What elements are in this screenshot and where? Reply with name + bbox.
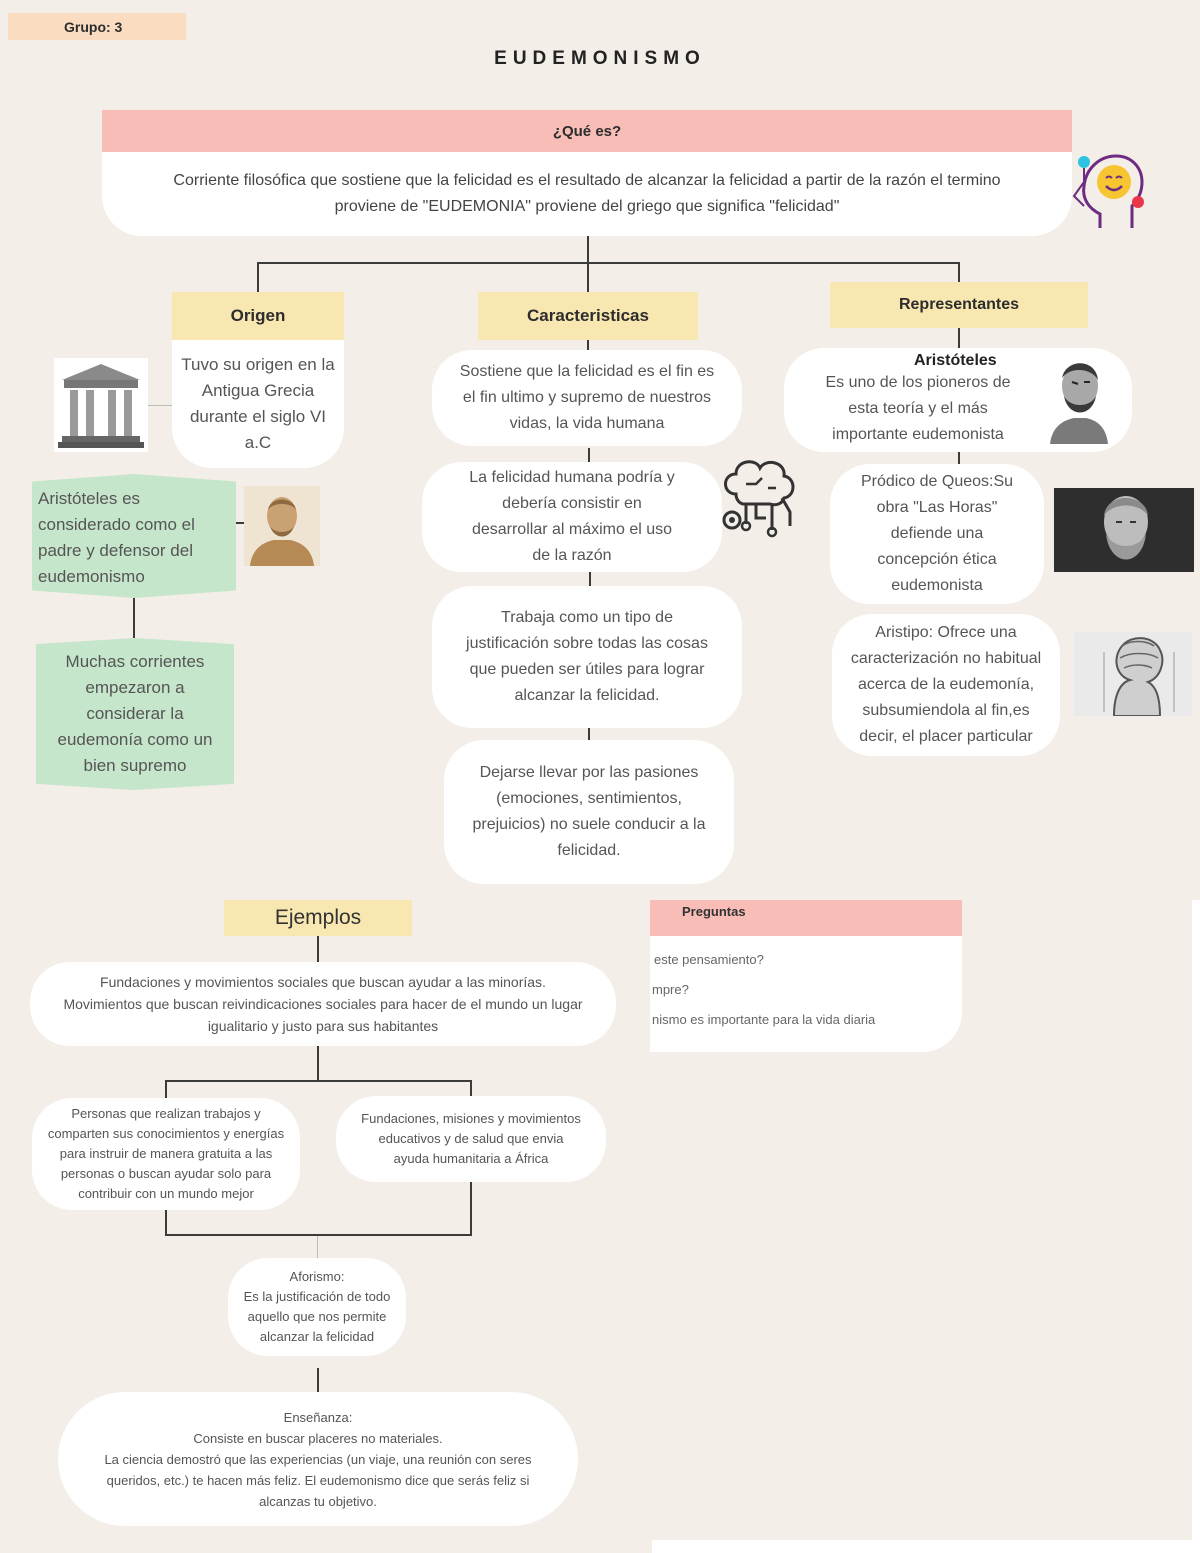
caracteristica-3: Trabaja como un tipo de justificación so… bbox=[432, 586, 742, 728]
connector bbox=[317, 1046, 319, 1080]
greek-temple-icon bbox=[54, 358, 148, 452]
que-es-definition: Corriente filosófica que sostiene que la… bbox=[102, 152, 1072, 236]
connector bbox=[165, 1234, 472, 1236]
happy-mind-icon bbox=[1070, 148, 1150, 232]
rep-prodico-text: Pródico de Queos:Su obra "Las Horas" def… bbox=[861, 469, 1013, 599]
connector bbox=[470, 1080, 472, 1096]
connector bbox=[470, 1182, 472, 1236]
caracteristica-2-text: La felicidad humana podría y debería con… bbox=[469, 465, 674, 569]
pregunta-3: nismo es importante para la vida diaria bbox=[652, 1012, 875, 1027]
connector bbox=[587, 236, 589, 264]
connector bbox=[148, 405, 172, 406]
pregunta-1: este pensamiento? bbox=[654, 952, 764, 967]
connector bbox=[165, 1080, 167, 1098]
connector bbox=[236, 522, 244, 524]
corrientes-box: Muchas corrientes empezaron a considerar… bbox=[36, 638, 234, 790]
edge-patch bbox=[652, 1540, 1200, 1553]
rep-aristipo-text: Aristipo: Ofrece una caracterización no … bbox=[851, 620, 1041, 750]
rep-prodico: Pródico de Queos:Su obra "Las Horas" def… bbox=[830, 464, 1044, 604]
origen-text: Tuvo su origen en la Antigua Grecia dura… bbox=[181, 352, 334, 456]
connector bbox=[588, 728, 590, 740]
connector bbox=[958, 452, 960, 464]
aristotle-bust-image bbox=[244, 486, 320, 566]
aristotle-portrait-image bbox=[1042, 352, 1112, 444]
connector bbox=[589, 572, 591, 586]
connector bbox=[587, 262, 589, 292]
group-label: Grupo: 3 bbox=[8, 13, 186, 40]
connector bbox=[317, 1236, 318, 1258]
ejemplos-main-text: Fundaciones y movimientos sociales que b… bbox=[63, 971, 582, 1037]
caracteristica-1-text: Sostiene que la felicidad es el fin es e… bbox=[460, 359, 714, 437]
rep-aristoteles-name: Aristóteles bbox=[914, 352, 997, 370]
connector bbox=[165, 1080, 471, 1082]
connector bbox=[587, 340, 589, 350]
caracteristica-3-text: Trabaja como un tipo de justificación so… bbox=[466, 605, 708, 709]
rep-aristoteles-text: Es uno de los pioneros de esta teoría y … bbox=[808, 370, 1028, 448]
connector bbox=[257, 262, 259, 292]
aforismo-box: Aforismo: Es la justificación de todo aq… bbox=[228, 1258, 406, 1356]
ejemplo-fundaciones: Fundaciones, misiones y movimientos educ… bbox=[336, 1096, 606, 1182]
preguntas-header: Preguntas bbox=[650, 900, 962, 936]
ensenanza-box: Enseñanza: Consiste en buscar placeres n… bbox=[58, 1392, 578, 1526]
connector bbox=[165, 1210, 167, 1236]
caracteristica-2: La felicidad humana podría y debería con… bbox=[422, 462, 722, 572]
prodico-portrait-image bbox=[1054, 488, 1194, 572]
preguntas-body: este pensamiento? mpre? nismo es importa… bbox=[650, 936, 962, 1052]
representantes-header: Representantes bbox=[830, 282, 1088, 328]
ensenanza-text: Enseñanza: Consiste en buscar placeres n… bbox=[104, 1407, 531, 1512]
pregunta-2: mpre? bbox=[652, 982, 689, 997]
connector bbox=[133, 598, 135, 638]
corrientes-text: Muchas corrientes empezaron a considerar… bbox=[58, 649, 213, 779]
ejemplo-fundaciones-text: Fundaciones, misiones y movimientos educ… bbox=[361, 1109, 581, 1169]
rep-aristipo: Aristipo: Ofrece una caracterización no … bbox=[832, 614, 1060, 756]
group-label-text: Grupo: 3 bbox=[64, 19, 122, 35]
aristoteles-padre-box: Aristóteles es considerado como el padre… bbox=[32, 474, 236, 598]
que-es-text: Corriente filosófica que sostiene que la… bbox=[173, 168, 1000, 220]
connector bbox=[958, 328, 960, 348]
aristoteles-padre-text: Aristóteles es considerado como el padre… bbox=[38, 489, 195, 586]
page-title: EUDEMONISMO bbox=[0, 48, 1200, 70]
ejemplos-header: Ejemplos bbox=[224, 900, 412, 936]
ejemplo-personas-text: Personas que realizan trabajos y compart… bbox=[48, 1104, 284, 1204]
edge-patch bbox=[1192, 900, 1200, 1553]
connector bbox=[257, 262, 960, 264]
origen-heading: Origen bbox=[231, 306, 286, 326]
representantes-heading: Representantes bbox=[899, 296, 1019, 314]
caracteristicas-heading: Caracteristicas bbox=[527, 306, 649, 326]
origen-header: Origen bbox=[172, 292, 344, 340]
connector bbox=[588, 448, 590, 462]
brain-circuit-icon bbox=[716, 454, 798, 538]
que-es-heading: ¿Qué es? bbox=[553, 123, 621, 140]
aforismo-text: Aforismo: Es la justificación de todo aq… bbox=[244, 1267, 391, 1347]
connector bbox=[317, 936, 319, 962]
caracteristicas-header: Caracteristicas bbox=[478, 292, 698, 340]
caracteristica-4-text: Dejarse llevar por las pasiones (emocion… bbox=[472, 760, 705, 864]
origen-text-bubble: Tuvo su origen en la Antigua Grecia dura… bbox=[172, 340, 344, 468]
que-es-header: ¿Qué es? bbox=[102, 110, 1072, 152]
connector bbox=[317, 1368, 319, 1392]
ejemplos-heading: Ejemplos bbox=[275, 906, 361, 930]
ejemplos-main: Fundaciones y movimientos sociales que b… bbox=[30, 962, 616, 1046]
caracteristica-4: Dejarse llevar por las pasiones (emocion… bbox=[444, 740, 734, 884]
aristipo-engraving-image bbox=[1074, 632, 1192, 716]
connector bbox=[958, 262, 960, 282]
caracteristica-1: Sostiene que la felicidad es el fin es e… bbox=[432, 350, 742, 446]
preguntas-heading: Preguntas bbox=[682, 904, 746, 919]
ejemplo-personas: Personas que realizan trabajos y compart… bbox=[32, 1098, 300, 1210]
